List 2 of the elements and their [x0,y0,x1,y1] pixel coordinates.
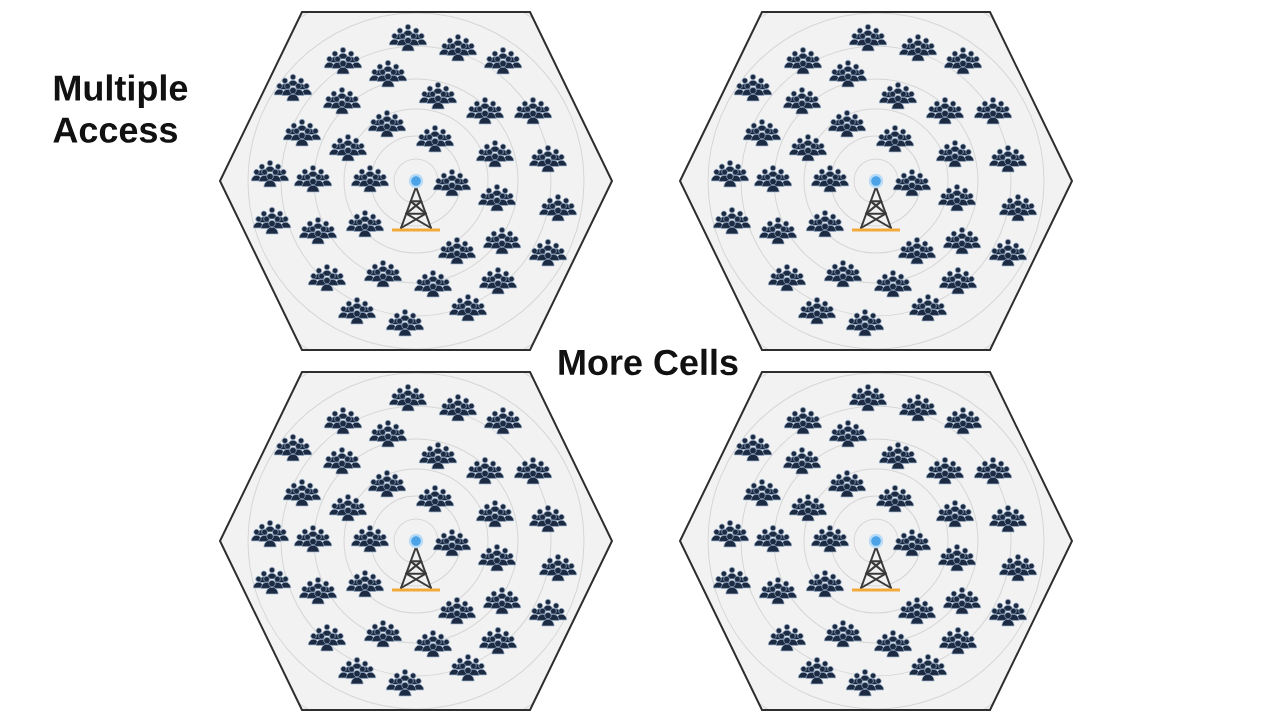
text-label: More Cells [559,348,738,376]
text-label: Multiple Access [53,74,188,143]
